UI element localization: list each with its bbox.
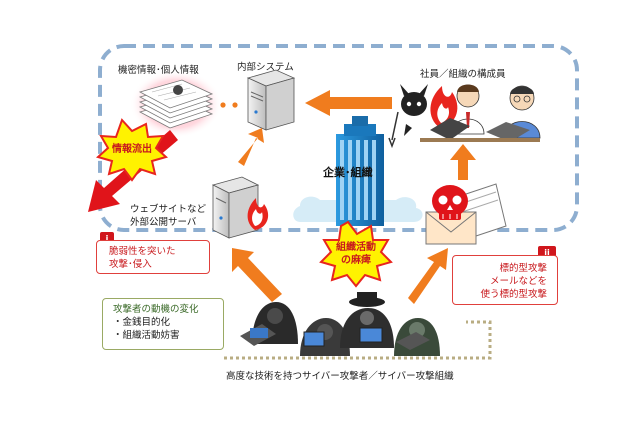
targeted-line1: 標的型攻撃 — [499, 263, 547, 274]
website-label-line1: ウェブサイトなど — [130, 204, 207, 215]
targeted-line3: 使う標的型攻撃 — [480, 289, 547, 300]
attackers-caption: 高度な技術を持つサイバー攻撃者／サイバー攻撃組織 — [226, 371, 454, 382]
paralysis-label-line2: の麻痺 — [341, 255, 371, 266]
organization-boundary — [98, 44, 579, 232]
website-label-line2: 外部公開サーバ — [130, 217, 197, 228]
attackers-illustration — [240, 292, 440, 356]
vulnerability-line2: 攻撃･侵入 — [109, 259, 152, 270]
vulnerability-attack-box: 脆弱性を突いた 攻撃･侵入 — [96, 240, 210, 274]
corporation-label: 企業･組織 — [323, 166, 373, 179]
skull-icon — [432, 185, 468, 220]
hooded-attacker-icon — [300, 318, 350, 356]
motive-item-money: ・金銭目的化 — [113, 317, 171, 328]
motive-item-disruption: ・組織活動妨害 — [113, 330, 180, 341]
fire-icon — [430, 86, 458, 128]
attack-arrows — [232, 90, 476, 304]
internal-system-label: 内部システム — [237, 62, 294, 73]
connection-dots — [220, 102, 238, 108]
building-icon — [293, 116, 423, 226]
documents-icon — [130, 70, 222, 138]
hooded-attacker-icon — [240, 302, 298, 346]
paralysis-label-line1: 組織活動 — [336, 242, 376, 253]
fire-icon — [247, 198, 269, 230]
employees-label: 社員／組織の構成員 — [420, 69, 506, 80]
internal-server-icon — [246, 69, 296, 131]
hooded-attacker-icon — [340, 292, 394, 348]
confidential-info-label: 機密情報･個人情報 — [118, 65, 199, 76]
leak-label: 情報流出 — [112, 144, 152, 155]
targeted-line2: メールなどを — [489, 276, 547, 287]
leak-burst — [95, 118, 169, 182]
employees-illustration — [388, 84, 541, 149]
vulnerability-line1: 脆弱性を突いた — [109, 246, 176, 257]
devil-icon — [388, 84, 428, 149]
paralysis-label: 組織活動 の麻痺 — [326, 241, 386, 267]
paralysis-burst — [319, 220, 393, 288]
hooded-attacker-icon — [394, 318, 440, 356]
attackers-bracket — [224, 320, 492, 360]
motive-title: 攻撃者の動機の変化 — [113, 304, 199, 315]
attacker-motive-box: 攻撃者の動機の変化 ・金銭目的化 ・組織活動妨害 — [102, 298, 224, 350]
targeted-attack-box: 標的型攻撃 メールなどを 使う標的型攻撃 — [452, 255, 558, 305]
